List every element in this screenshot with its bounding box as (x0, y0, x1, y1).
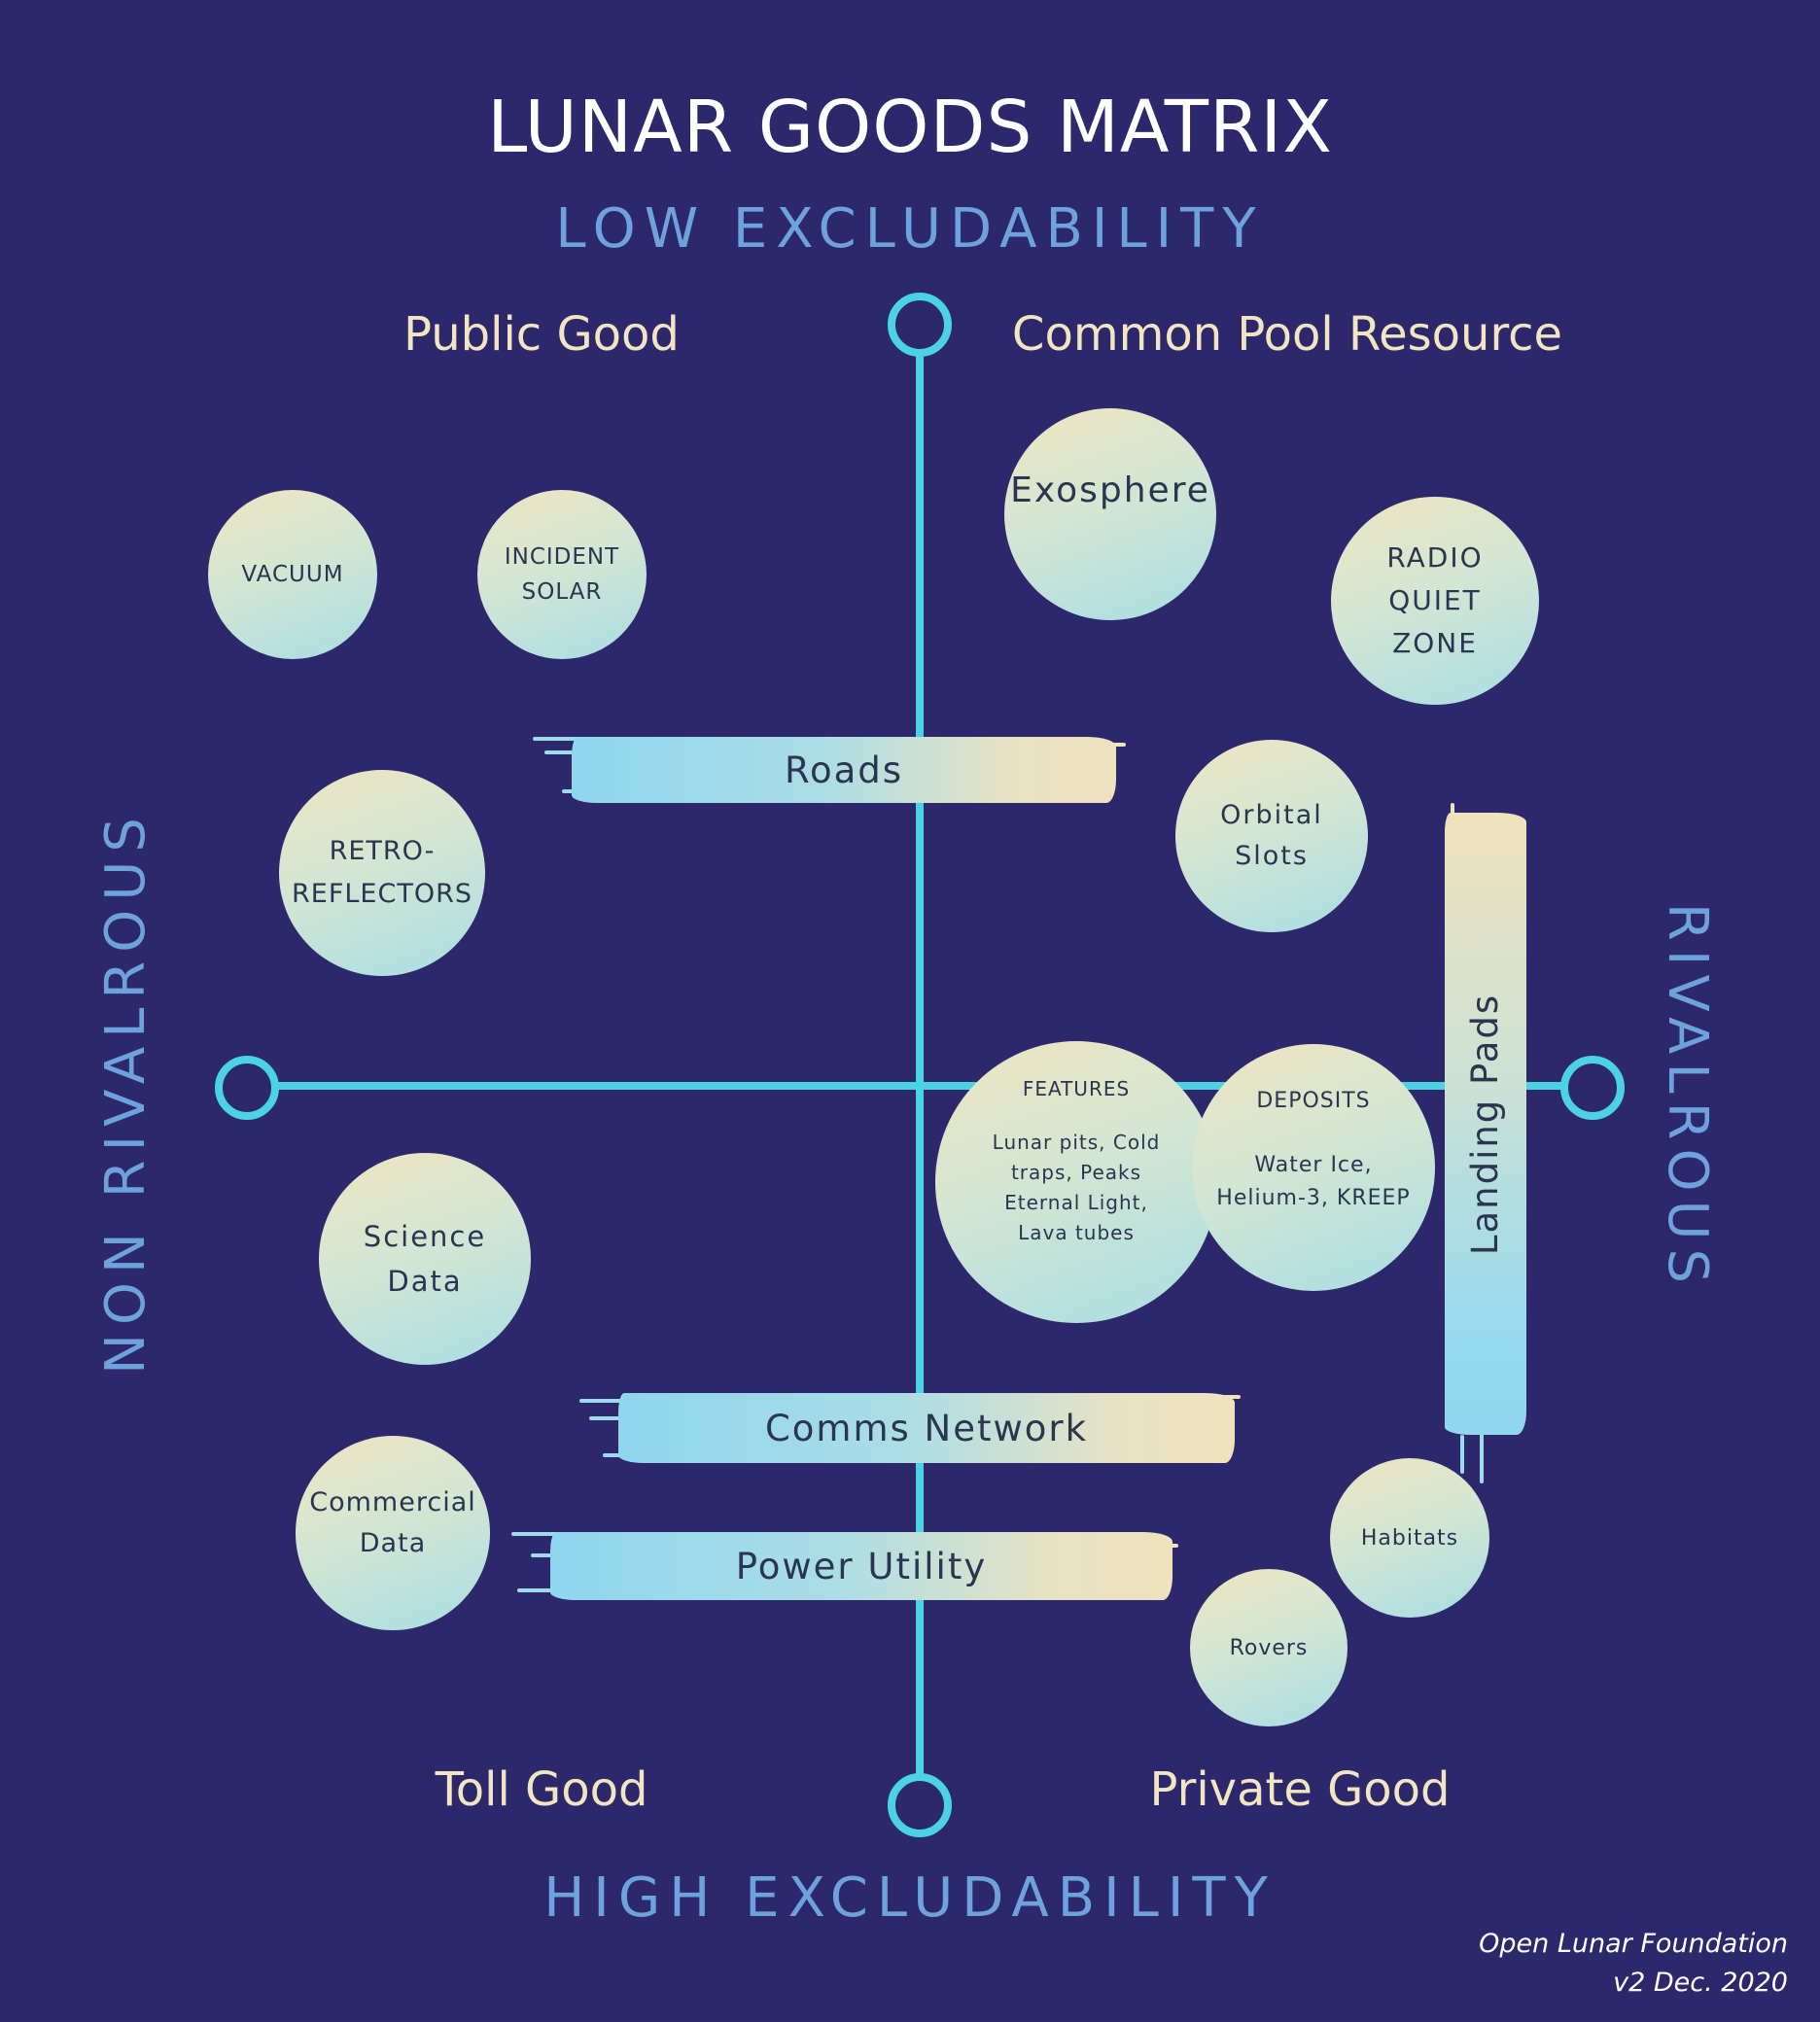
footer-version: v2 Dec. 2020 (1613, 1968, 1788, 1998)
bubble-exosphere: Exosphere (1004, 408, 1216, 620)
quadrant-label-toll-good: Toll Good (435, 1762, 648, 1817)
roads-band: Roads (533, 729, 1126, 807)
bubble-label: Data (387, 1265, 463, 1298)
bubble-label: Science (363, 1220, 487, 1253)
comms-network-band: Comms Network (579, 1385, 1241, 1469)
axis-label-low-excludability: LOW EXCLUDABILITY (555, 197, 1265, 261)
bubble-label: RADIO (1386, 541, 1484, 574)
bubble-label: Slots (1235, 841, 1309, 871)
bubble-rovers: Rovers (1190, 1569, 1348, 1726)
axis-endpoint-top-ring (888, 293, 952, 357)
quadrant-label-common-pool-resource: Common Pool Resource (1011, 307, 1563, 362)
bubble-label: REFLECTORS (292, 879, 472, 909)
bubble-label: Commercial (309, 1487, 476, 1517)
footer-credit: Open Lunar Foundation v2 Dec. 2020 (1479, 1925, 1788, 2003)
axis-label-high-excludability: HIGH EXCLUDABILITY (543, 1866, 1277, 1930)
bubble-label: RETRO- (329, 836, 436, 866)
bubble-heading: DEPOSITS (1256, 1089, 1371, 1113)
page-title: LUNAR GOODS MATRIX (487, 86, 1333, 169)
bubble-label: Rovers (1229, 1635, 1309, 1660)
bubble-incident-solar: INCIDENT SOLAR (477, 490, 647, 659)
bubble-science-data: Science Data (319, 1153, 531, 1365)
bubble-label: Eternal Light, (1004, 1191, 1148, 1214)
bubble-deposits: DEPOSITS Water Ice, Helium-3, KREEP (1192, 1044, 1435, 1291)
comms-network-label: Comms Network (618, 1393, 1235, 1463)
bubble-vacuum: VACUUM (208, 490, 377, 659)
axis-endpoint-right-ring (1560, 1056, 1625, 1120)
axis-endpoint-left-ring (215, 1056, 279, 1120)
bubble-label: INCIDENT (504, 544, 620, 570)
bubble-label: QUIET (1388, 584, 1482, 616)
bubble-label: Habitats (1360, 1525, 1459, 1551)
bubble-commercial-data: Commercial Data (296, 1436, 490, 1630)
bubble-label: Orbital (1220, 800, 1323, 830)
bubble-label: Lunar pits, Cold (992, 1131, 1161, 1154)
bubble-features: FEATURES Lunar pits, Cold traps, Peaks E… (935, 1041, 1217, 1323)
bubble-label: traps, Peaks (1010, 1161, 1142, 1184)
quadrant-label-private-good: Private Good (1149, 1762, 1451, 1817)
horizontal-axis-line (243, 1082, 1590, 1090)
bubble-heading: FEATURES (1022, 1077, 1131, 1100)
bubble-label: Lava tubes (1018, 1221, 1135, 1244)
power-utility-band: Power Utility (511, 1524, 1178, 1606)
power-utility-label: Power Utility (550, 1532, 1172, 1600)
axis-endpoint-bottom-ring (888, 1773, 952, 1837)
landing-pads-label: Landing Pads (1464, 993, 1507, 1255)
bubble-label: Helium-3, KREEP (1216, 1186, 1411, 1210)
roads-label: Roads (572, 737, 1116, 803)
bubble-label: SOLAR (521, 579, 603, 605)
axis-label-non-rivalrous: NON RIVALROUS (94, 809, 158, 1375)
bubble-label: Water Ice, (1254, 1153, 1373, 1177)
bubble-retroreflectors: RETRO- REFLECTORS (279, 770, 485, 976)
bubble-label: Data (359, 1528, 427, 1558)
bubble-label: VACUUM (241, 562, 344, 587)
bubble-label: ZONE (1392, 627, 1478, 659)
bubble-label: Exosphere (1010, 470, 1210, 510)
quadrant-label-public-good: Public Good (403, 307, 680, 362)
bubble-habitats: Habitats (1330, 1458, 1489, 1618)
landing-pads-band: Landing Pads (1441, 803, 1534, 1483)
bubble-radio-quiet-zone: RADIO QUIET ZONE (1331, 497, 1539, 705)
footer-org: Open Lunar Foundation (1479, 1929, 1788, 1959)
axis-label-rivalrous: RIVALROUS (1656, 902, 1719, 1293)
bubble-orbital-slots: Orbital Slots (1175, 740, 1368, 932)
vertical-axis-line (916, 324, 924, 1803)
